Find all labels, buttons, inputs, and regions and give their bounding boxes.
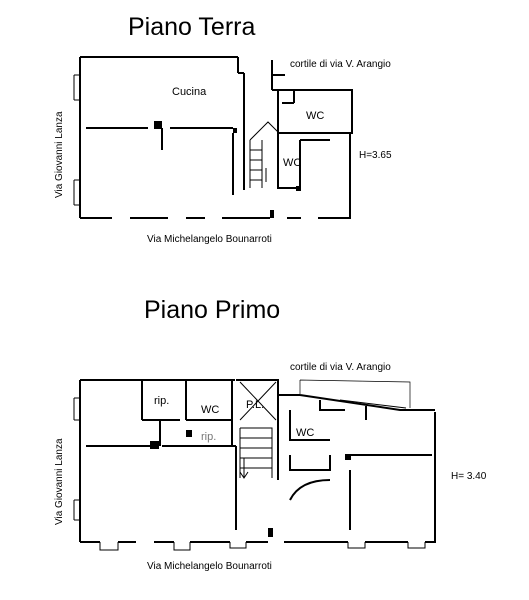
ground-floor-title: Piano Terra (128, 13, 255, 41)
ground-floor-street-left-label: Via Giovanni Lanza (54, 111, 65, 198)
ground-floor-wc2-label: WC (283, 157, 301, 169)
first-floor-walls (73, 379, 436, 551)
first-floor-title: Piano Primo (144, 296, 280, 324)
first-floor-street-left-label: Via Giovanni Lanza (54, 438, 65, 525)
ground-floor-courtyard-label: cortile di via V. Arangio (290, 59, 391, 70)
first-floor-wc2-label: WC (296, 427, 314, 439)
first-floor-height-label: H= 3.40 (451, 471, 487, 482)
ground-floor-street-bottom-label: Via Michelangelo Bounarroti (147, 234, 272, 245)
first-floor-landing-label: P.L. (246, 399, 264, 411)
first-floor-storage2-label: rip. (201, 431, 216, 443)
first-floor-courtyard-label: cortile di via V. Arangio (290, 362, 391, 373)
ground-floor-wc1-label: WC (306, 110, 324, 122)
ground-floor-walls (73, 56, 353, 219)
ground-floor-kitchen-label: Cucina (172, 86, 207, 98)
first-floor-plan: Piano Primo cortile di via V. Arangio Vi… (54, 296, 487, 572)
first-floor-street-bottom-label: Via Michelangelo Bounarroti (147, 561, 272, 572)
ground-floor-height-label: H=3.65 (359, 150, 392, 161)
first-floor-storage1-label: rip. (154, 395, 169, 407)
ground-floor-plan: Piano Terra cortile di via V. Arangio Vi… (54, 13, 392, 245)
first-floor-wc1-label: WC (201, 404, 219, 416)
